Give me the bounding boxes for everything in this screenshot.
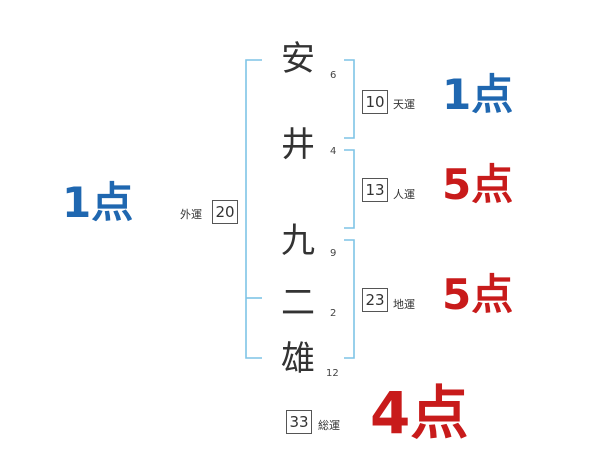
tenkaku-score: 1点 bbox=[442, 70, 514, 119]
chikaku-score: 5点 bbox=[442, 270, 514, 319]
outer-bracket bbox=[245, 59, 262, 359]
gaikaku-label: 外運 bbox=[180, 208, 202, 221]
name-char-4: 二 bbox=[281, 283, 315, 323]
name-char-2: 井 bbox=[281, 125, 315, 165]
name-char-3: 九 bbox=[281, 221, 315, 261]
soukaku-score: 4点 bbox=[370, 379, 469, 447]
jinkaku-value-box: 13 bbox=[362, 178, 388, 202]
chikaku-value-box: 23 bbox=[362, 288, 388, 312]
tenkaku-bracket bbox=[344, 59, 355, 139]
stroke-count-3: 9 bbox=[330, 248, 337, 259]
name-char-1: 安 bbox=[281, 39, 315, 79]
name-char-5: 雄 bbox=[281, 339, 315, 379]
tenkaku-value-box: 10 bbox=[362, 90, 388, 114]
tenkaku-label: 天運 bbox=[393, 98, 415, 111]
soukaku-label: 総運 bbox=[318, 419, 340, 432]
gaikaku-score: 1点 bbox=[62, 178, 134, 227]
gaikaku-value-box: 20 bbox=[212, 200, 238, 224]
soukaku-value-box: 33 bbox=[286, 410, 312, 434]
stroke-count-2: 4 bbox=[330, 146, 337, 157]
jinkaku-score: 5点 bbox=[442, 160, 514, 209]
stroke-count-4: 2 bbox=[330, 308, 337, 319]
chikaku-bracket bbox=[344, 239, 355, 359]
jinkaku-bracket bbox=[344, 149, 355, 229]
stroke-count-1: 6 bbox=[330, 70, 337, 81]
jinkaku-label: 人運 bbox=[393, 188, 415, 201]
chikaku-label: 地運 bbox=[393, 298, 415, 311]
stroke-count-5: 12 bbox=[326, 368, 339, 379]
